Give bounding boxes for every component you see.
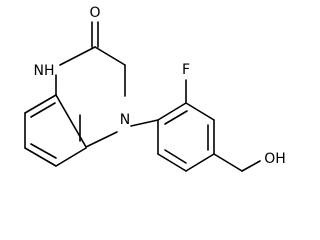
structure-canvas: O NH N F OH <box>24 5 286 172</box>
atom-label-hydroxyl: OH <box>264 151 286 167</box>
bond-c2-n1 <box>59 46 96 66</box>
bond-c2-c3 <box>94 46 126 66</box>
bond-ch2-oh <box>241 160 261 172</box>
bond-c4-ch2 <box>213 153 243 172</box>
bond-benzo-inner-1 <box>30 102 56 118</box>
molecule-diagram: O NH N F OH <box>24 5 286 172</box>
bond-aryl-c2-c3 <box>185 102 215 121</box>
bond-c8a-c8 <box>24 94 57 114</box>
bond-c6-c5 <box>55 147 87 167</box>
atom-label-amide-nh: NH <box>34 63 55 79</box>
bond-aryl-inner-3 <box>164 149 187 164</box>
bond-aryl-c1-c2 <box>157 102 187 121</box>
bond-aryl-c5-c6 <box>157 153 187 172</box>
bond-layer <box>24 21 261 172</box>
bond-n4-aryl <box>130 119 159 127</box>
bond-n4-c4a <box>85 131 118 148</box>
atom-label-fluorine: F <box>182 62 190 78</box>
bond-aryl-inner-1 <box>164 110 188 125</box>
bond-benzo-inner-2 <box>30 143 57 159</box>
bond-c4a-c8a <box>55 94 87 148</box>
bond-c7-c6 <box>24 147 57 167</box>
bond-aryl-c4-c5 <box>185 153 215 172</box>
atom-label-carbonyl-oxygen: O <box>89 5 100 21</box>
atom-labels: O NH N F OH <box>34 5 286 167</box>
atom-label-amine-n: N <box>120 112 130 128</box>
